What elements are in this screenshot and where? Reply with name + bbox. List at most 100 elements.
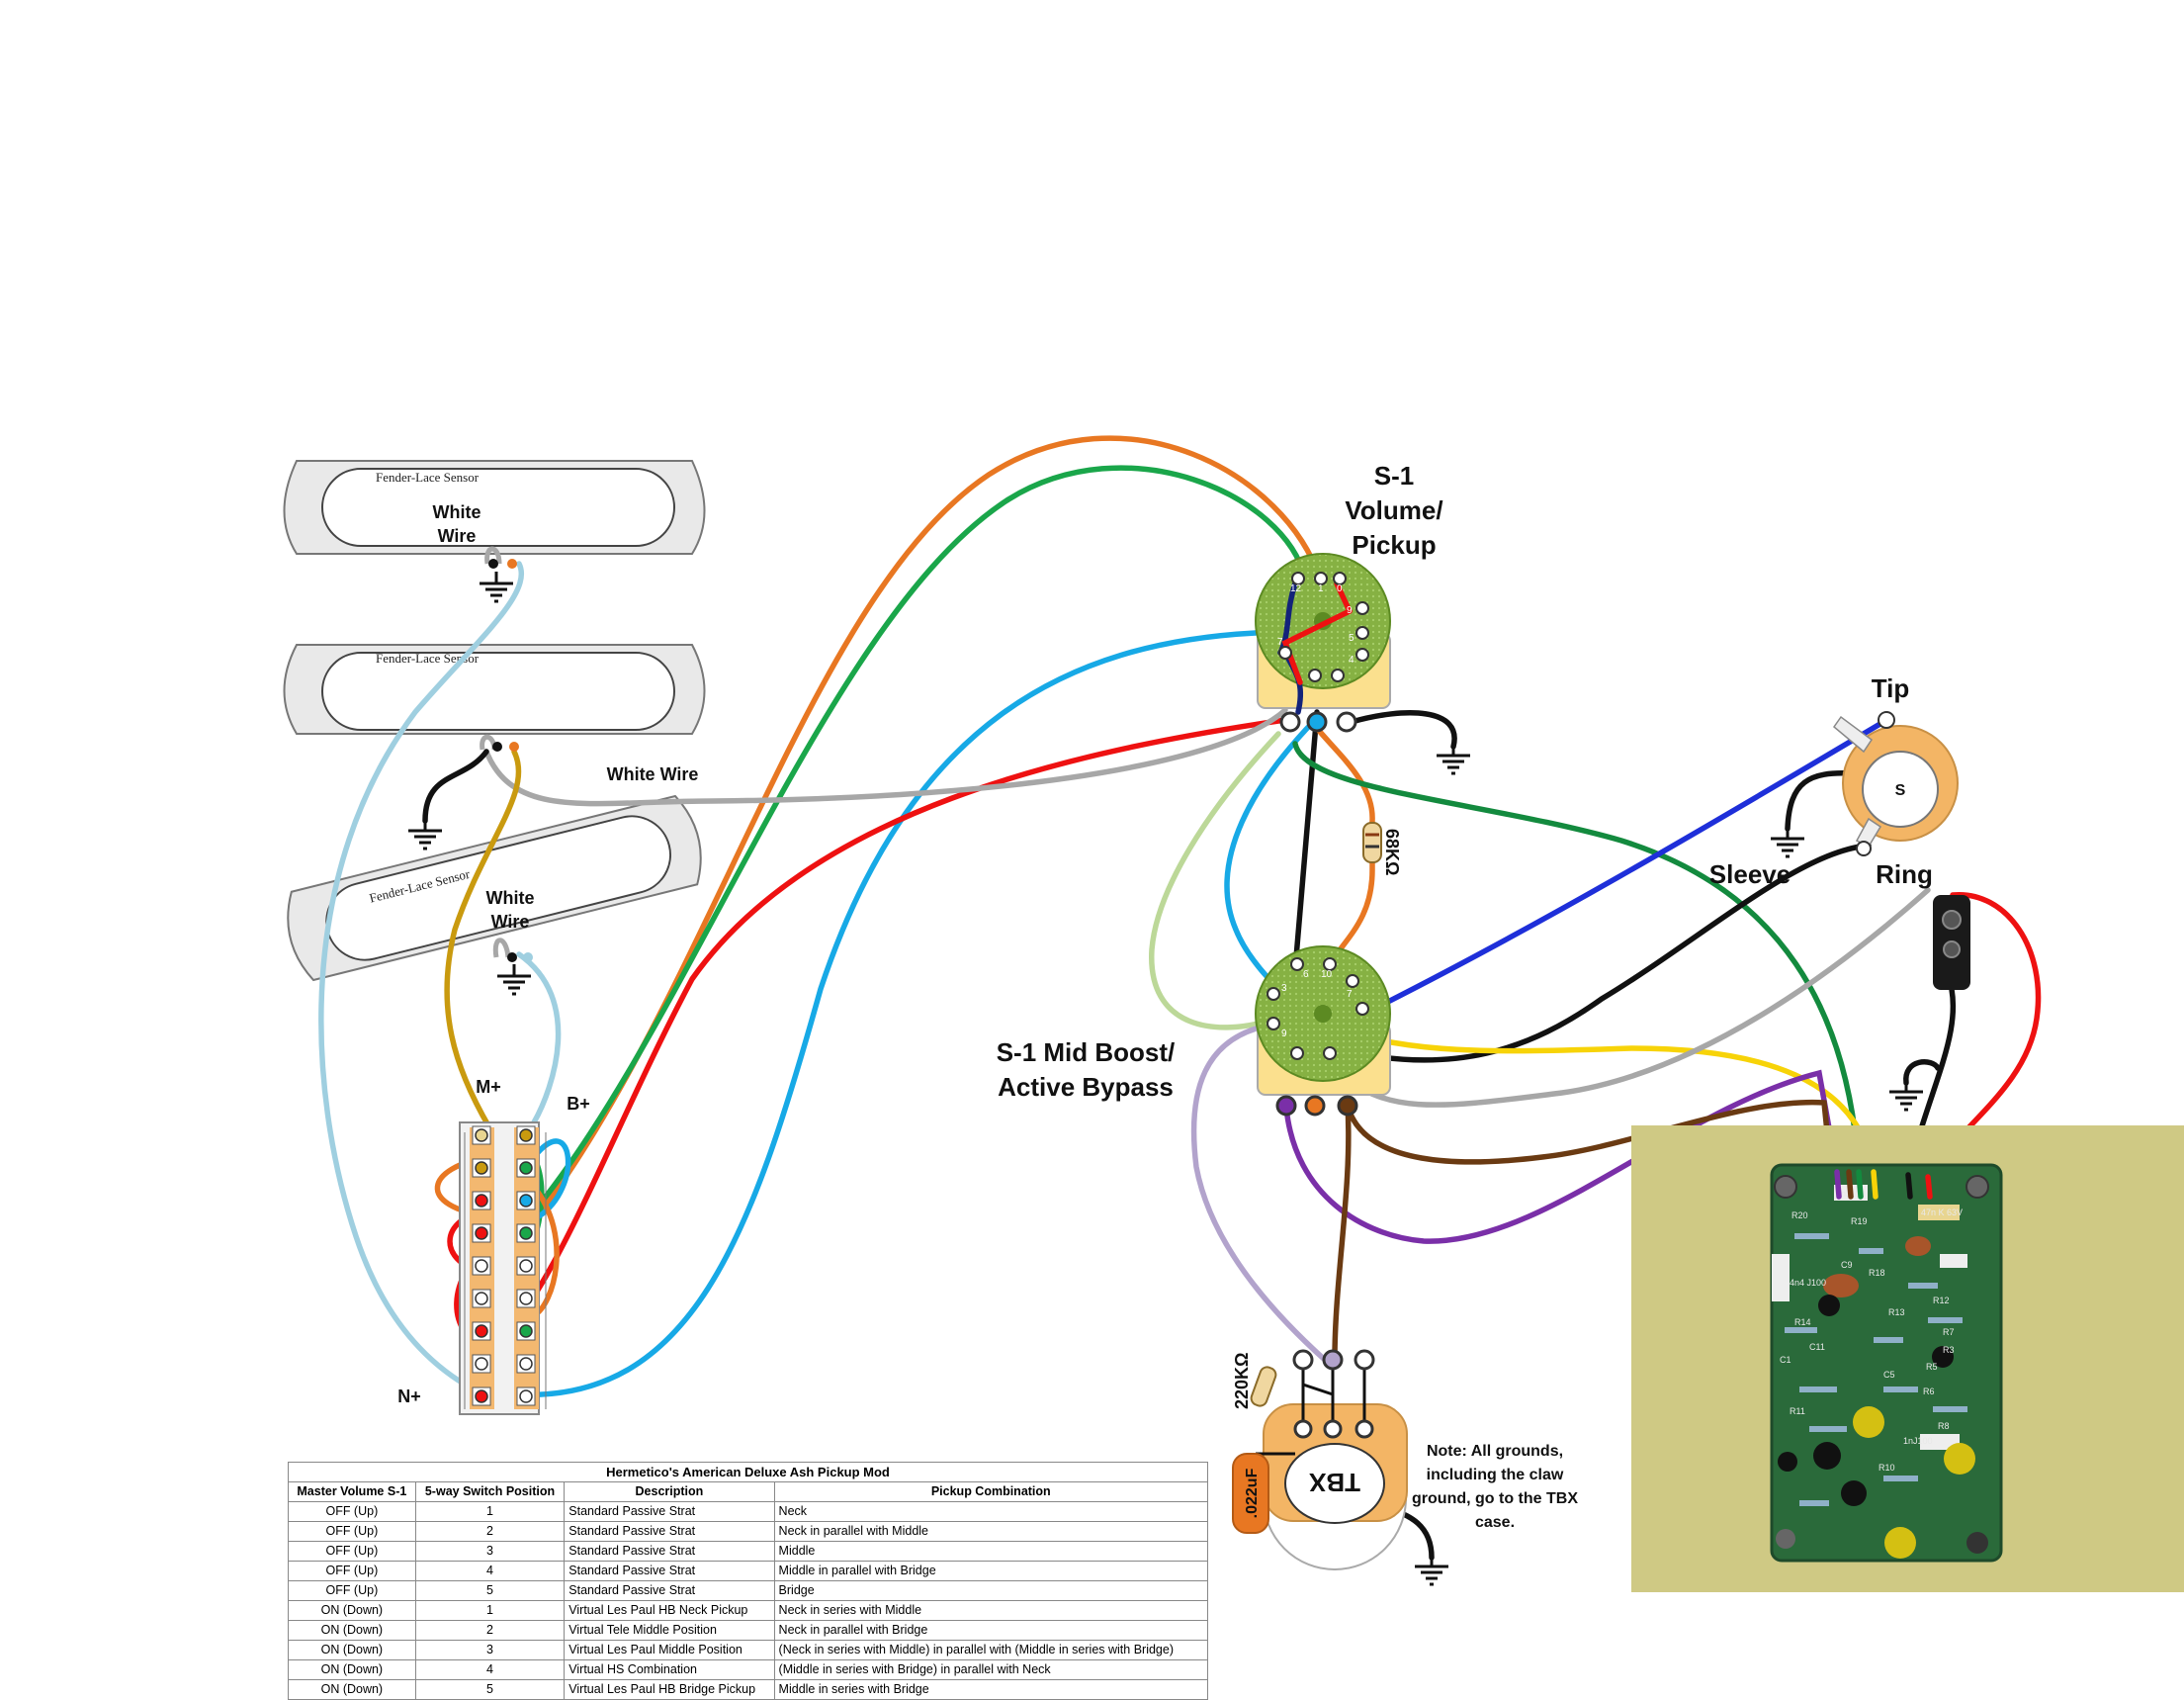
pickup-mod-table: Hermetico's American Deluxe Ash Pickup M… [288, 1462, 1209, 1700]
circuit-board-photo: 1nJ100 47n K 63V R20 R19 R18 R14 R13 R12… [1631, 1125, 2184, 1592]
switch-lug-dot [519, 1226, 533, 1240]
tbx-leads [1301, 1360, 1366, 1429]
switch-lug-dot [475, 1292, 488, 1305]
wire-gray-2 [1332, 887, 1931, 1108]
svg-text:3: 3 [1281, 983, 1287, 994]
tbx-pins [1292, 1349, 1375, 1439]
svg-text:White: White [486, 888, 535, 908]
capacitor-label: .022uF [1244, 1468, 1261, 1518]
jumper-orange-3 [531, 1184, 560, 1318]
neck-pickup: Fender-Lace Sensor [283, 460, 706, 555]
col-header: Description [564, 1481, 775, 1502]
battery-clip [1933, 895, 1970, 990]
wire-black-gnd-bat [1903, 1059, 1941, 1086]
board-mark: C1 [1780, 1355, 1791, 1365]
wire-lightgreen [1149, 731, 1281, 1030]
ground-icon [1413, 1553, 1450, 1586]
ground-icon [1435, 742, 1472, 775]
switch-lug-dot [475, 1161, 488, 1175]
resistor-220k-label: 220KΩ [1232, 1353, 1252, 1409]
board-mark: 47n K 63V [1921, 1208, 1963, 1217]
board-mark: C11 [1809, 1342, 1825, 1352]
board-mark: R3 [1943, 1345, 1955, 1355]
s1-volume-pins [1278, 572, 1369, 733]
board-mark: R18 [1869, 1268, 1885, 1278]
resistor-220k [1250, 1366, 1277, 1407]
switch-lug-dot [475, 1357, 488, 1371]
jack-s-label: S [1895, 782, 1906, 799]
switch-lug-dot [475, 1389, 488, 1403]
switch-lug-dot [519, 1357, 533, 1371]
table-title: Hermetico's American Deluxe Ash Pickup M… [288, 1462, 1208, 1481]
switch-lug-dot [475, 1259, 488, 1273]
board-mark: R20 [1791, 1210, 1808, 1220]
board-mark: R11 [1790, 1406, 1805, 1416]
m-plus-label: M+ [476, 1077, 501, 1097]
wire-brown-tbx [1332, 1103, 1352, 1363]
board-mark: R13 [1888, 1307, 1905, 1317]
ground-icon [406, 817, 444, 850]
svg-text:9: 9 [1347, 605, 1353, 616]
switch-lug-dot [475, 1128, 488, 1142]
resistor-68k-label: 68KΩ [1382, 829, 1402, 875]
wire-gray [483, 707, 1288, 807]
wire-black-sleeve [1332, 843, 1872, 1063]
ground-icon [478, 570, 515, 603]
tip-label: Tip [1872, 673, 1910, 703]
switch-lug-dot [475, 1194, 488, 1208]
wire-lightblue-b [516, 951, 562, 1125]
board-mark: 4n4 J100 [1790, 1278, 1826, 1288]
board-mark: C5 [1883, 1370, 1895, 1380]
wire-black-gnd-jack [1785, 770, 1855, 832]
pickup-lug-dots [488, 559, 533, 962]
svg-text:S-1: S-1 [1374, 461, 1414, 491]
svg-text:7: 7 [1347, 989, 1353, 1000]
capacitor [1232, 1452, 1295, 1534]
svg-text:Volume/: Volume/ [1345, 495, 1442, 525]
white-wire-label-1: White Wire [433, 502, 481, 546]
wire-purple [1283, 1069, 1840, 1244]
pickup-brand: Fender-Lace Sensor [376, 470, 480, 485]
switch-lug-dot [519, 1128, 533, 1142]
svg-text:5: 5 [1349, 633, 1354, 644]
ground-icon [1887, 1078, 1925, 1112]
ground-icon [1769, 825, 1806, 858]
svg-text:4: 4 [1349, 655, 1354, 666]
ring-label: Ring [1876, 859, 1933, 889]
board-mark: R10 [1878, 1463, 1895, 1473]
output-jack[interactable]: S [1832, 711, 1959, 856]
middle-pickup: Fender-Lace Sensor [283, 644, 706, 735]
wire-skyblue [511, 630, 1259, 1398]
pickup-brand: Fender-Lace Sensor [376, 651, 480, 666]
svg-text:Wire: Wire [438, 526, 477, 546]
wire-gold [444, 749, 522, 1130]
svg-text:1: 1 [1318, 583, 1324, 594]
wire-blue [1361, 719, 1886, 1017]
switch-lug-dot [519, 1389, 533, 1403]
wire-yellow [1332, 1026, 1877, 1175]
s1-midboost-pins [1267, 957, 1369, 1117]
bridge-pickup: Fender-Lace Sensor [287, 794, 702, 982]
switch-lug-dot [519, 1292, 533, 1305]
col-header: Pickup Combination [773, 1481, 1209, 1502]
grounding-note: Note: All grounds, including the claw gr… [1412, 1443, 1578, 1531]
svg-text:White: White [433, 502, 481, 522]
s1-volume-label: S-1 Volume/ Pickup [1345, 461, 1442, 560]
wire-red [491, 717, 1288, 1348]
pot-pin-numbers: 12 1 0 9 7 5 4 3 6 10 7 9 [1277, 583, 1354, 1039]
svg-text:6: 6 [1303, 969, 1309, 980]
col-header: 5-way Switch Position [414, 1481, 566, 1502]
board-mark: R8 [1938, 1421, 1950, 1431]
svg-text:S-1 Mid Boost/: S-1 Mid Boost/ [997, 1037, 1176, 1067]
white-wire-label-2: White Wire [607, 764, 699, 784]
switch-lug-dot [519, 1161, 533, 1175]
wire-black-link [1292, 709, 1320, 972]
jumper-skyblue [531, 1138, 571, 1219]
switch-lug-dot [475, 1226, 488, 1240]
